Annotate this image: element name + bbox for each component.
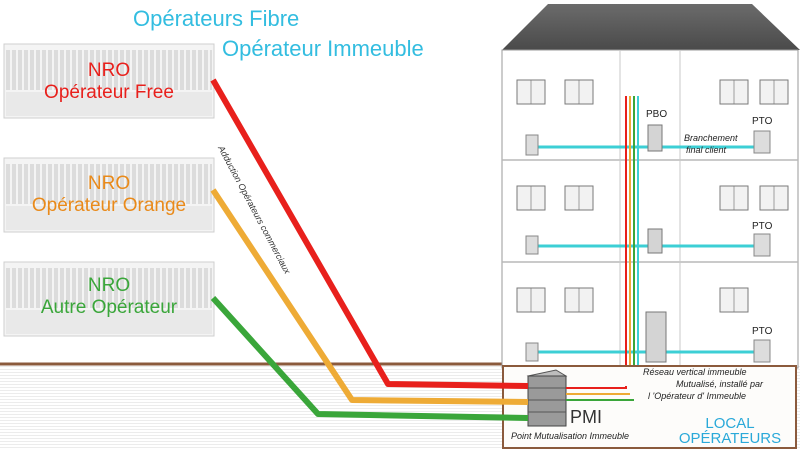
branchement-label: Branchement — [684, 133, 738, 143]
local-operateurs-label: LOCAL OPÉRATEURS — [670, 416, 790, 446]
nro-label-orange: NRO Opérateur Orange — [4, 173, 214, 218]
reseau-label-line2: Mutualisé, installé par — [676, 379, 764, 389]
outlet-boxes — [525, 130, 771, 363]
reseau-label-line3: l 'Opérateur d' Immeuble — [648, 391, 746, 401]
local-label-line2: OPÉRATEURS — [678, 430, 782, 447]
pto-label-3: PTO — [752, 326, 773, 337]
pto-label-1: PTO — [752, 116, 773, 127]
nro-code: NRO — [87, 275, 131, 296]
pbo-boxes — [645, 124, 667, 363]
vertical-riser — [625, 96, 639, 405]
nro-code: NRO — [87, 60, 131, 81]
pbo-label: PBO — [646, 109, 668, 120]
building-roof — [502, 4, 800, 50]
nro-box-free — [3, 43, 215, 119]
final-client-label: final client — [686, 145, 727, 155]
nro-label-free: NRO Opérateur Free — [4, 60, 214, 105]
reseau-label-line1: Réseau vertical immeuble — [643, 367, 747, 377]
nro-box-autre — [3, 261, 215, 337]
fibre-line-autre — [210, 295, 529, 421]
nro-operator-name: Opérateur Free — [44, 82, 174, 104]
fibre-line-orange — [210, 188, 529, 405]
pmi-caption: Point Mutualisation Immeuble — [511, 431, 630, 441]
pmi-cabinet — [526, 369, 568, 427]
fibre-line-free — [210, 78, 529, 389]
nro-code: NRO — [87, 173, 131, 194]
pto-label-2: PTO — [752, 221, 773, 232]
nro-label-autre: NRO Autre Opérateur — [4, 275, 214, 320]
pmi-label: PMI — [570, 407, 603, 427]
title-operateur-immeuble: Opérateur Immeuble — [222, 36, 424, 61]
nro-box-orange — [3, 157, 215, 233]
title-operateurs-fibre: Opérateurs Fibre — [133, 6, 300, 31]
nro-operator-name: Autre Opérateur — [40, 297, 178, 319]
local-label-line1: LOCAL — [705, 415, 755, 432]
nro-operator-name: Opérateur Orange — [31, 195, 187, 217]
